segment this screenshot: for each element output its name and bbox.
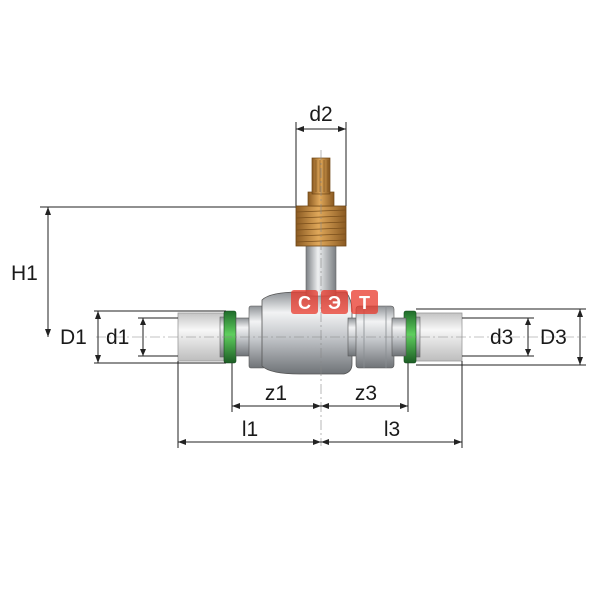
dim-z1-z3: z1 z3 (231, 363, 409, 412)
dim-D3: D3 (416, 308, 586, 366)
watermark-logo: С Э Т (291, 290, 378, 314)
label-l3: l3 (384, 418, 400, 441)
dim-d1: d1 (106, 317, 178, 357)
label-z3: z3 (355, 382, 377, 405)
label-z1: z1 (265, 382, 287, 405)
label-D1: D1 (60, 326, 87, 349)
watermark-letter-1: С (298, 293, 311, 313)
dim-d2: d2 (295, 103, 347, 206)
watermark-letter-2: Э (328, 293, 341, 313)
label-H1: H1 (11, 262, 38, 285)
dim-H1: H1 (11, 206, 296, 337)
label-d1: d1 (106, 326, 129, 349)
dim-D1: D1 (60, 310, 226, 364)
dim-d3: d3 (462, 317, 534, 357)
label-l1: l1 (242, 418, 258, 441)
watermark-letter-3: Т (359, 293, 370, 313)
label-D3: D3 (540, 326, 567, 349)
label-d2: d2 (309, 103, 332, 126)
label-d3: d3 (490, 326, 513, 349)
dim-l1-l3: l1 l3 (177, 361, 463, 448)
